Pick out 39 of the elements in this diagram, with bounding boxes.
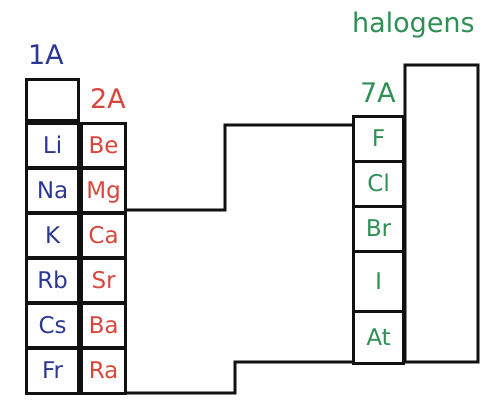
element-symbol: F [372,126,386,152]
element-cell [25,122,80,169]
element-symbol: Fr [42,358,63,384]
group-heading: 1A [28,42,64,69]
element-cell [25,212,80,259]
element-cell [80,212,127,259]
group-heading: 7A [360,80,396,107]
element-symbol: Cs [38,312,67,338]
group-heading: halogens [352,10,475,37]
element-symbol: Sr [91,268,116,294]
element-symbol: Rb [37,268,68,294]
group-heading: 2A [90,86,126,113]
element-symbol: Ba [88,312,118,338]
element-symbol: Cl [367,171,390,197]
element-symbol: K [44,222,60,248]
element-cell [80,302,127,349]
element-symbol: I [375,268,382,294]
element-cell [352,310,405,365]
element-cell [25,347,80,395]
element-symbol: Be [88,132,118,158]
element-cell [352,205,405,253]
element-cell [80,257,127,304]
element-cell [25,257,80,304]
element-symbol: Ca [88,222,119,248]
empty-cell [25,78,80,122]
element-symbol: At [366,324,391,350]
element-cell [352,115,405,163]
element-cell [80,347,127,395]
element-symbol: Ra [88,358,118,384]
element-cell [352,160,405,208]
element-cell [25,302,80,349]
element-symbol: Na [36,178,68,204]
element-cell [80,167,127,214]
element-cell [80,122,127,169]
element-symbol: Li [42,132,62,158]
element-cell [352,250,405,313]
element-symbol: Br [366,216,392,242]
element-symbol: Mg [86,178,121,204]
element-cell [25,167,80,214]
